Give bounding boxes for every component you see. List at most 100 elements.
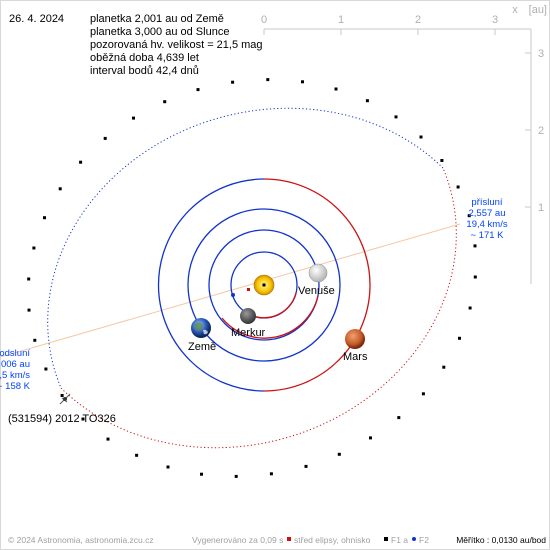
- orbit-position-dot: [60, 394, 64, 397]
- x-tick-3: 3: [492, 14, 498, 26]
- orbit-position-dots: [27, 78, 477, 478]
- venus-orbit: [208, 229, 320, 341]
- orbit-position-dot: [421, 392, 425, 396]
- date-label: 26. 4. 2024: [9, 13, 65, 25]
- orbit-position-dot: [266, 78, 270, 82]
- y-tick-2: 2: [538, 125, 544, 137]
- focus-marker: [231, 293, 235, 297]
- orbit-position-dot: [27, 308, 31, 312]
- orbit-position-dot: [27, 277, 31, 281]
- orbit-position-dot: [166, 465, 170, 469]
- orbit-position-dot: [132, 116, 135, 120]
- asteroid-orbit-red: [60, 167, 457, 449]
- perihelion-title: přísluní: [471, 197, 503, 208]
- orbit-position-dot: [337, 452, 341, 456]
- orbit-position-dot: [163, 100, 167, 104]
- orbit-position-dot: [334, 87, 338, 91]
- orbit-position-dot: [304, 464, 308, 468]
- y-tick-3: 3: [538, 48, 544, 60]
- orbit-position-dot: [58, 187, 62, 191]
- x-tick-0: 0: [261, 14, 267, 26]
- f1-legend-marker: [384, 537, 388, 541]
- orbit-position-dot: [467, 214, 471, 218]
- y-axis: 3 2 1: [525, 29, 544, 284]
- footer-f2-legend: F2: [419, 535, 429, 545]
- footer-f1-legend: F1 a: [391, 535, 408, 545]
- mercury-label: Merkur: [231, 327, 266, 339]
- earth-icon: [191, 318, 211, 338]
- orbit-position-dot: [106, 437, 110, 441]
- perihelion-distance: 2,557 au: [469, 208, 506, 219]
- orbit-position-dot: [269, 472, 273, 476]
- aphelion-speed: 8,5 km/s: [0, 370, 30, 381]
- orbit-position-dot: [32, 246, 36, 250]
- info-line-sun-distance: planetka 3,000 au od Slunce: [90, 26, 230, 38]
- x-tick-2: 2: [415, 14, 421, 26]
- x-axis: 0 1 2 3 x [au]: [261, 4, 547, 35]
- orbit-position-dot: [397, 416, 401, 420]
- y-tick-1: 1: [538, 202, 544, 214]
- venus-icon: [308, 263, 328, 283]
- perihelion-label: přísluní 2,557 au 19,4 km/s ~ 171 K: [466, 197, 507, 241]
- orbit-position-dot: [365, 99, 369, 103]
- perihelion-speed: 19,4 km/s: [466, 219, 507, 230]
- orbit-position-dot: [394, 115, 398, 119]
- aphelion-distance: 006 au: [1, 359, 30, 370]
- orbit-position-dot: [43, 216, 46, 220]
- mars-orbit-blue: [157, 178, 265, 286]
- f2-legend-marker: [412, 537, 416, 541]
- orbit-position-dot: [301, 80, 304, 84]
- footer-scale: Měřítko : 0,0130 au/bod: [456, 535, 546, 545]
- orbit-position-dot: [200, 472, 203, 476]
- asteroid-icon: [59, 393, 71, 405]
- earth-label: Země: [188, 341, 216, 353]
- ellipse-center-marker: [247, 288, 250, 291]
- orbit-position-dot: [231, 80, 235, 84]
- orbit-position-dot: [33, 338, 37, 342]
- x-tick-1: 1: [338, 14, 344, 26]
- orbit-position-dot: [369, 436, 372, 440]
- orbit-position-dot: [196, 88, 200, 92]
- orbit-position-dot: [103, 136, 107, 140]
- info-line-magnitude: pozorovaná hv. velikost = 21,5 mag: [90, 39, 263, 51]
- orbit-position-dot: [473, 244, 477, 248]
- orbit-position-dot: [135, 453, 139, 457]
- asteroid-label: (531594) 2012 TO326: [8, 413, 116, 425]
- sun-icon: [253, 274, 275, 296]
- footer: © 2024 Astronomia, astronomia.zcu.cz Vyg…: [8, 535, 546, 545]
- orbit-position-dot: [458, 336, 461, 340]
- venus-label: Venuše: [298, 285, 335, 297]
- orbit-position-dot: [79, 160, 83, 164]
- asteroid-orbit-blue: [47, 107, 444, 389]
- x-axis-label: x: [512, 4, 518, 16]
- orbit-position-dot: [473, 275, 477, 279]
- footer-generated: Vygenerováno za 0,09 s: [192, 535, 283, 545]
- center-legend-marker: [287, 537, 291, 541]
- mars-orbit-red: [263, 178, 371, 392]
- info-line-earth-distance: planetka 2,001 au od Země: [90, 13, 224, 25]
- footer-copyright[interactable]: © 2024 Astronomia, astronomia.zcu.cz: [8, 535, 154, 545]
- orbit-position-dot: [442, 365, 446, 369]
- mars-icon: [345, 329, 365, 349]
- info-line-period: oběžná doba 4,639 let: [90, 52, 199, 64]
- mars-label: Mars: [343, 351, 368, 363]
- apsis-line: [0, 223, 461, 358]
- orbit-position-dot: [468, 306, 472, 310]
- perihelion-temperature: ~ 171 K: [470, 230, 504, 241]
- venus-orbit-red: [221, 295, 319, 339]
- aphelion-label: odsluní 006 au 8,5 km/s ~ 158 K: [0, 348, 31, 392]
- aphelion-title: odsluní: [0, 348, 30, 359]
- mercury-icon: [240, 308, 256, 324]
- mars-orbit-blue-lower: [157, 284, 265, 392]
- orbit-position-dot: [456, 185, 460, 189]
- info-line-interval: interval bodů 42,4 dnů: [90, 65, 199, 77]
- orbit-position-dot: [440, 159, 444, 162]
- unit-label: [au]: [529, 4, 547, 16]
- footer-center-legend: střed elipsy, ohnisko: [294, 535, 371, 545]
- orbit-position-dot: [234, 474, 238, 478]
- aphelion-temperature: ~ 158 K: [0, 381, 31, 392]
- earth-orbit: [187, 208, 341, 362]
